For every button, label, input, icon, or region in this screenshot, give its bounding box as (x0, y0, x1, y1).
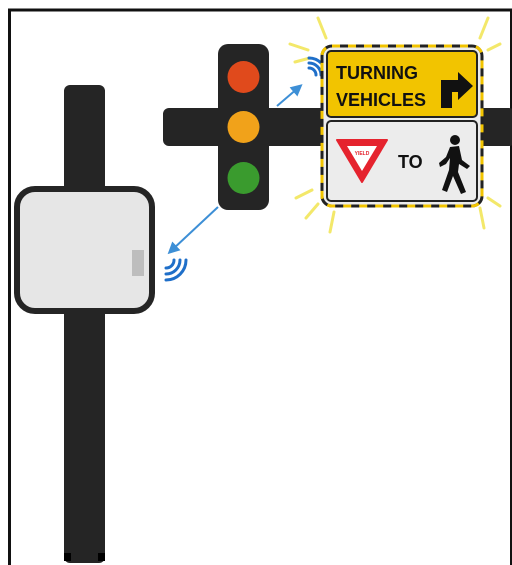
signal-red-lamp (228, 61, 260, 93)
traffic-signal-icon (218, 44, 269, 210)
signal-green-lamp (228, 162, 260, 194)
turning-vehicles-sign: TURNING VEHICLES YIELD TO (322, 46, 482, 206)
pole-base-right (98, 553, 105, 561)
signal-amber-lamp (228, 111, 260, 143)
controller-cabinet (17, 189, 152, 311)
cabinet-port (132, 250, 144, 276)
sign-line-2: VEHICLES (336, 90, 426, 110)
yield-label: YIELD (355, 151, 370, 157)
sign-line-1: TURNING (336, 63, 418, 83)
signal-pole (64, 85, 105, 563)
pole-base-left (64, 553, 71, 561)
to-label: TO (398, 152, 423, 172)
